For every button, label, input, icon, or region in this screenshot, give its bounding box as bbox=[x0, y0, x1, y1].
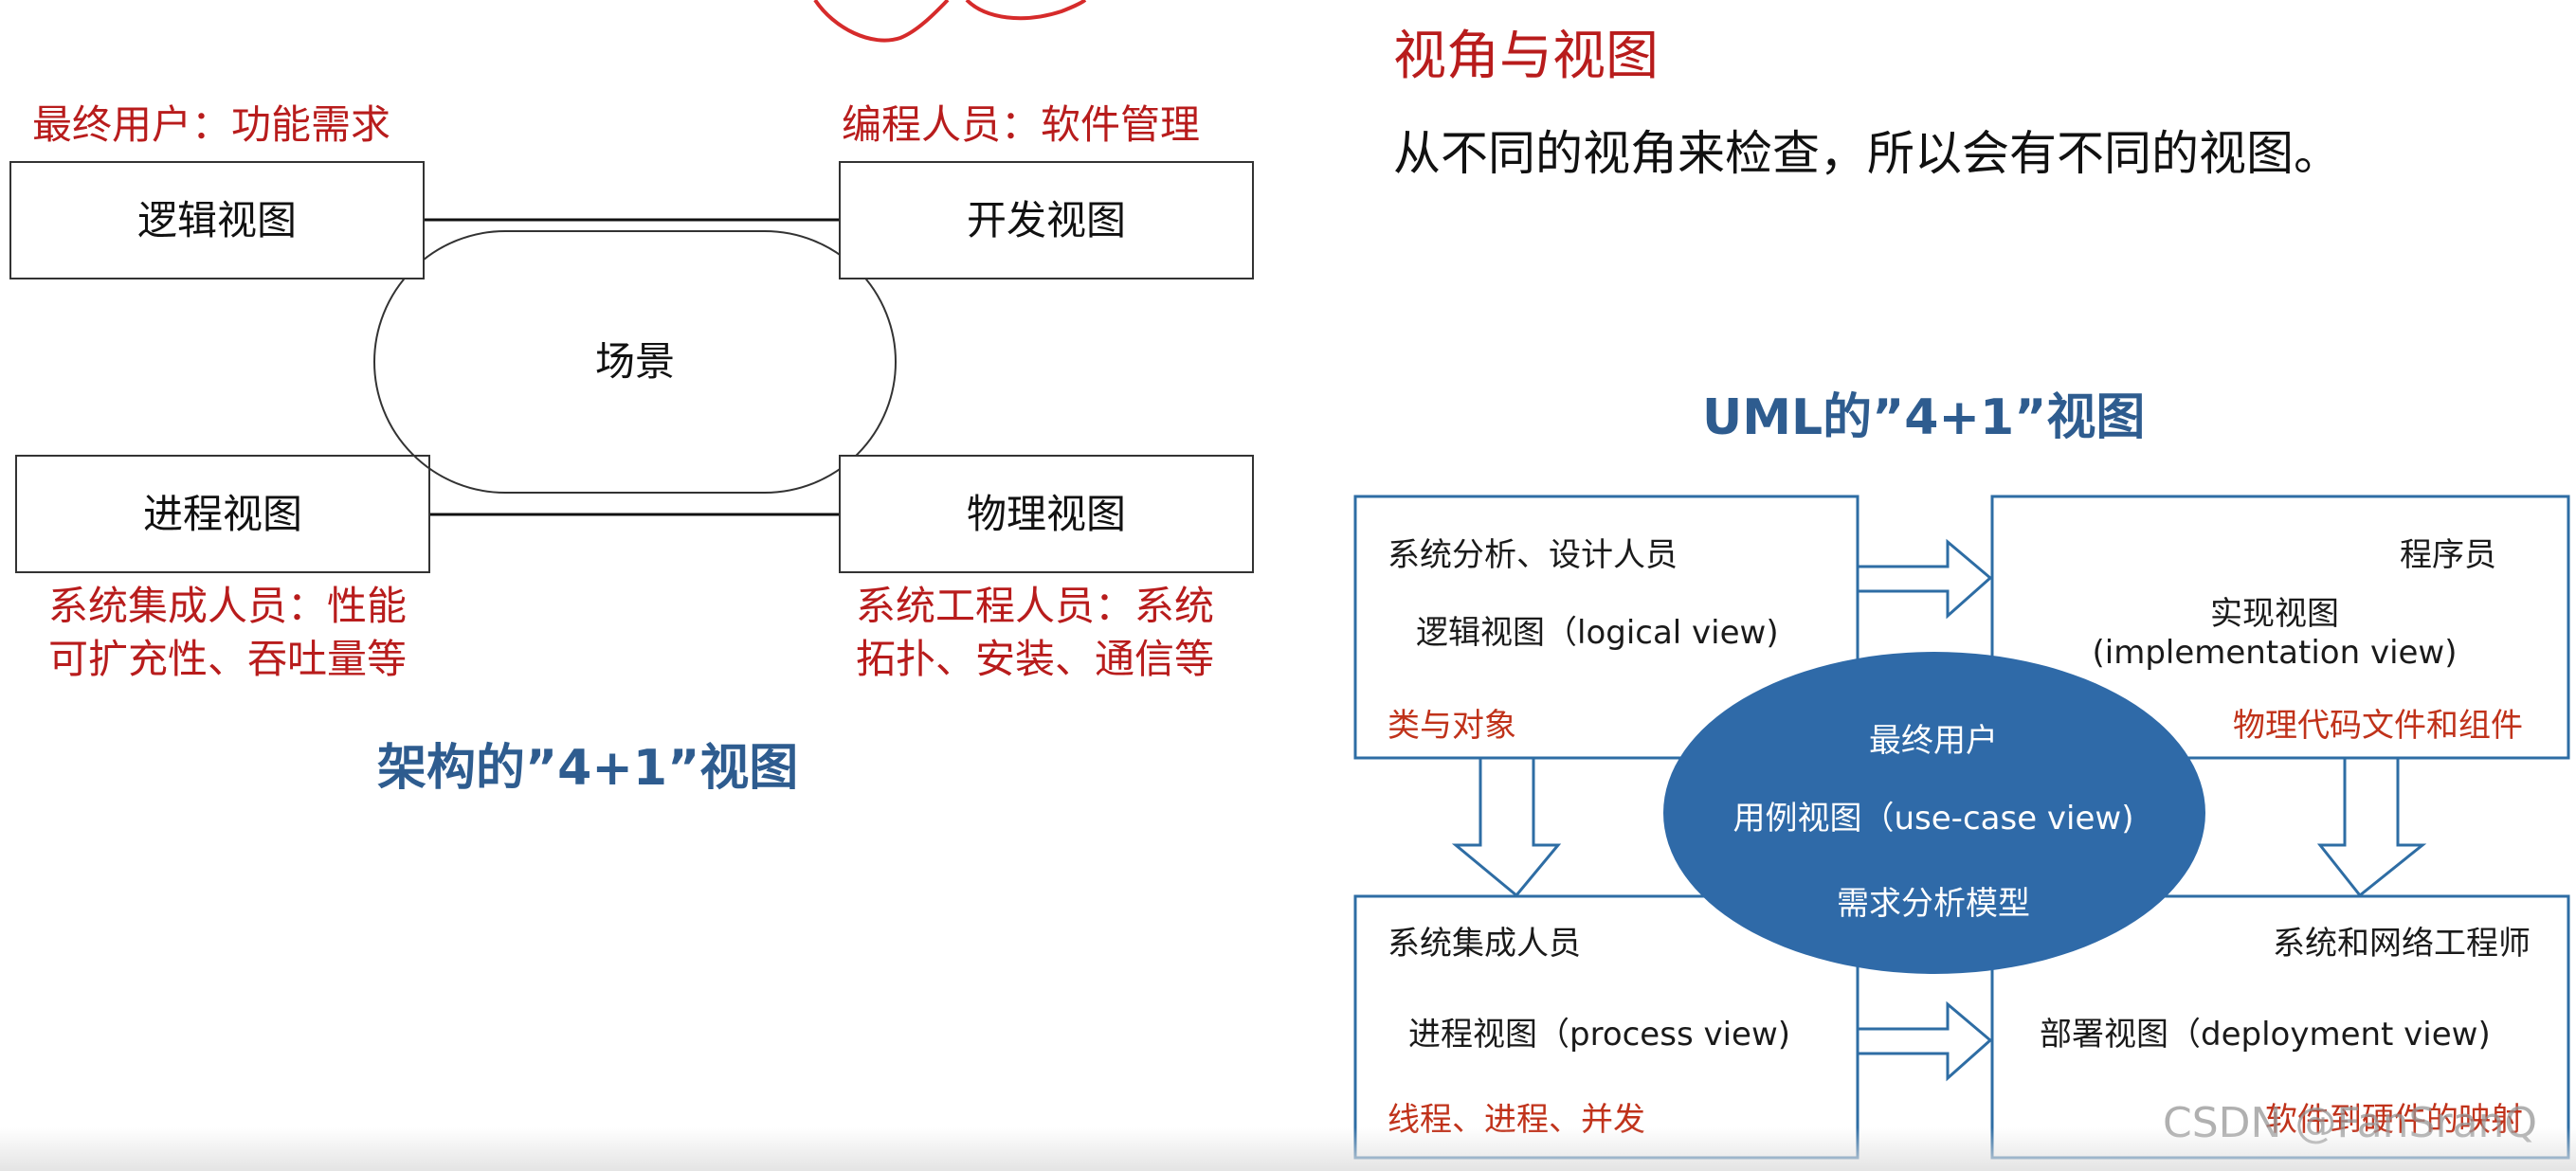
process-annotation-line2: 可扩充性、吞吐量等 bbox=[47, 636, 407, 682]
slide-title: 视角与视图 bbox=[1393, 26, 1659, 87]
uml-logical-view-name: 逻辑视图（logical view) bbox=[1416, 614, 1779, 652]
logical-view-label: 逻辑视图 bbox=[136, 197, 297, 243]
development-view-annotation: 编程人员：软件管理 bbox=[842, 101, 1201, 148]
physical-annotation-line1: 系统工程人员：系统 bbox=[855, 583, 1214, 629]
scenario-label: 场景 bbox=[594, 338, 675, 385]
physical-view-label: 物理视图 bbox=[966, 491, 1126, 537]
uml-deployment-view-name: 部署视图（deployment view) bbox=[2040, 1016, 2491, 1054]
logical-view-annotation: 最终用户：功能需求 bbox=[32, 101, 391, 148]
process-view-box bbox=[15, 455, 430, 573]
uml-implementation-role: 程序员 bbox=[2400, 536, 2496, 574]
process-annotation-line1: 系统集成人员：性能 bbox=[47, 583, 407, 629]
process-view-label: 进程视图 bbox=[142, 491, 302, 537]
uml-usecase-note: 需求分析模型 bbox=[1837, 885, 2030, 923]
physical-view-annotation: 系统工程人员：系统 拓扑、安装、通信等 bbox=[826, 580, 1243, 686]
uml-process-view-name: 进程视图（process view) bbox=[1408, 1016, 1791, 1054]
physical-view-box bbox=[839, 455, 1254, 573]
uml-logical-note: 类与对象 bbox=[1388, 707, 1516, 745]
logical-view-box bbox=[9, 161, 425, 279]
uml-usecase-view-name: 用例视图（use-case view) bbox=[1732, 800, 2134, 838]
uml-logical-role: 系统分析、设计人员 bbox=[1388, 536, 1678, 574]
development-view-label: 开发视图 bbox=[966, 197, 1126, 243]
architecture-4plus1-diagram bbox=[9, 161, 1254, 573]
slide-subtitle: 从不同的视角来检查，所以会有不同的视图。 bbox=[1393, 126, 2341, 181]
arrow-logical-to-implementation bbox=[1856, 538, 1993, 620]
uml-usecase-role: 最终用户 bbox=[1869, 722, 1998, 760]
arrow-process-to-deployment bbox=[1856, 1000, 1993, 1082]
architecture-caption: 架构的”4+1”视图 bbox=[377, 740, 799, 797]
uml-implementation-note: 物理代码文件和组件 bbox=[2233, 707, 2523, 745]
uml-implementation-view-line1: 实现视图 bbox=[2210, 595, 2339, 633]
arrow-logical-to-process bbox=[1451, 756, 1562, 898]
uml-implementation-view-name: 实现视图 (implementation view) bbox=[2076, 587, 2474, 672]
uml-process-role: 系统集成人员 bbox=[1388, 925, 1581, 963]
use-case-ellipse bbox=[1663, 652, 2205, 974]
scenario-stadium bbox=[373, 230, 897, 494]
arrow-implementation-to-deployment bbox=[2316, 756, 2427, 898]
physical-annotation-line2: 拓扑、安装、通信等 bbox=[855, 636, 1214, 682]
uml-4plus1-diagram bbox=[1353, 495, 2570, 1160]
uml-deployment-role: 系统和网络工程师 bbox=[2273, 925, 2531, 963]
development-view-box bbox=[839, 161, 1254, 279]
red-scribble-decoration bbox=[813, 0, 1087, 43]
uml-implementation-view-line2: (implementation view) bbox=[2092, 634, 2458, 672]
uml-caption: UML的”4+1”视图 bbox=[1702, 389, 2146, 446]
bottom-shadow bbox=[0, 1127, 2576, 1171]
process-view-annotation: 系统集成人员：性能 可扩充性、吞吐量等 bbox=[19, 580, 436, 686]
